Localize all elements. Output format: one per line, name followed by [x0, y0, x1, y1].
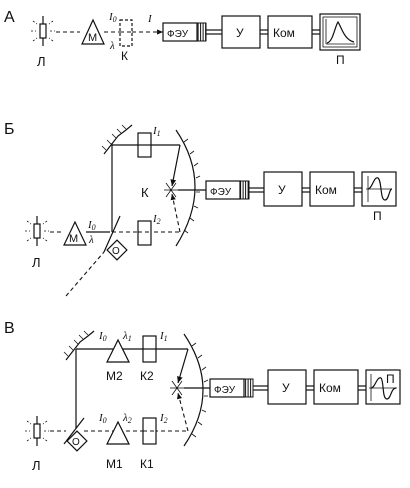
monochromator-2-prism: [106, 338, 130, 363]
amp-label: У: [282, 381, 290, 395]
recorder-label: П: [373, 209, 382, 223]
peak-signal-icon: [325, 19, 355, 45]
cuvette-label: К: [121, 49, 128, 63]
i0-label: I0: [87, 219, 96, 232]
panel-c-tag: В: [4, 320, 15, 337]
panel-b-tag: Б: [4, 121, 15, 138]
mono-label: М: [88, 32, 97, 44]
panel-a-tag: А: [4, 9, 15, 26]
modulator-label: О: [72, 437, 80, 448]
mono1-label: М1: [106, 457, 123, 471]
i1-label: I1: [159, 330, 168, 343]
derivative-signal-icon: [369, 374, 397, 401]
pmt-label: ФЭУ: [210, 187, 232, 198]
modulator-icon: [106, 239, 128, 261]
comparator-box: [309, 171, 355, 207]
amp-label: У: [236, 26, 244, 40]
top-mirror: [103, 124, 133, 155]
chopper-mirror: [103, 215, 121, 253]
focus-star-icon: [164, 182, 178, 198]
lambda-label: λ: [88, 234, 94, 246]
panel-b: Б Л М I0 λ О: [4, 121, 397, 297]
lambda-label: λ: [109, 40, 115, 52]
i2-label: I2: [159, 412, 168, 425]
lambda2-label: λ2: [122, 412, 132, 425]
comparator-box: [267, 15, 313, 49]
lamp-icon: [31, 16, 55, 46]
lambda1-label: λ1: [122, 330, 132, 343]
com-label: Ком: [273, 26, 295, 40]
i0-top-label: I0: [98, 330, 107, 343]
cuvette-label: К: [141, 185, 149, 200]
modulator-label: О: [112, 246, 120, 257]
com-label: Ком: [319, 381, 341, 395]
recorder-label: П: [386, 372, 395, 386]
i-label: I: [147, 13, 153, 25]
i0-bot-label: I0: [98, 412, 107, 425]
top-mirror: [65, 330, 95, 361]
amplifier-box: [267, 369, 307, 405]
pmt-label: ФЭУ: [214, 385, 236, 396]
pmt-label: ФЭУ: [167, 29, 189, 40]
modulator-icon: [66, 430, 88, 452]
lamp-icon: [25, 416, 49, 446]
mono2-label: М2: [106, 369, 123, 383]
i0-label: I0: [108, 11, 117, 24]
panel-a: А Л М I0 λ К I ФЭУ: [4, 9, 361, 69]
focus-star-icon: [170, 380, 184, 396]
concave-mirror: [175, 129, 196, 247]
panel-c: В Л О I0 λ1 М: [4, 320, 401, 473]
cuvette-bottom: [137, 220, 152, 246]
i1-label: I1: [152, 125, 161, 138]
comparator-box: [313, 369, 359, 405]
amplifier-box: [263, 171, 303, 207]
cuvette2-label: К2: [140, 369, 154, 383]
cuvette: [119, 19, 133, 47]
lamp-label: Л: [37, 54, 46, 69]
monochromator-prism: [63, 220, 87, 246]
monochromator-prism: [81, 18, 105, 45]
beam-splitter: [63, 417, 85, 445]
monochromator-1-prism: [106, 420, 130, 445]
amp-label: У: [278, 183, 286, 197]
derivative-signal-icon: [366, 176, 393, 202]
amplifier-box: [221, 15, 261, 49]
cuvette1-label: К1: [140, 457, 154, 471]
com-label: Ком: [315, 183, 337, 197]
lamp-label: Л: [32, 255, 41, 270]
beam-reflected-down: [65, 251, 105, 297]
i2-label: I2: [152, 213, 161, 226]
concave-mirror: [183, 333, 204, 447]
recorder-label: П: [336, 53, 345, 67]
lamp-icon: [25, 216, 49, 246]
mono-label: М: [69, 233, 78, 245]
lamp-label: Л: [32, 458, 41, 473]
